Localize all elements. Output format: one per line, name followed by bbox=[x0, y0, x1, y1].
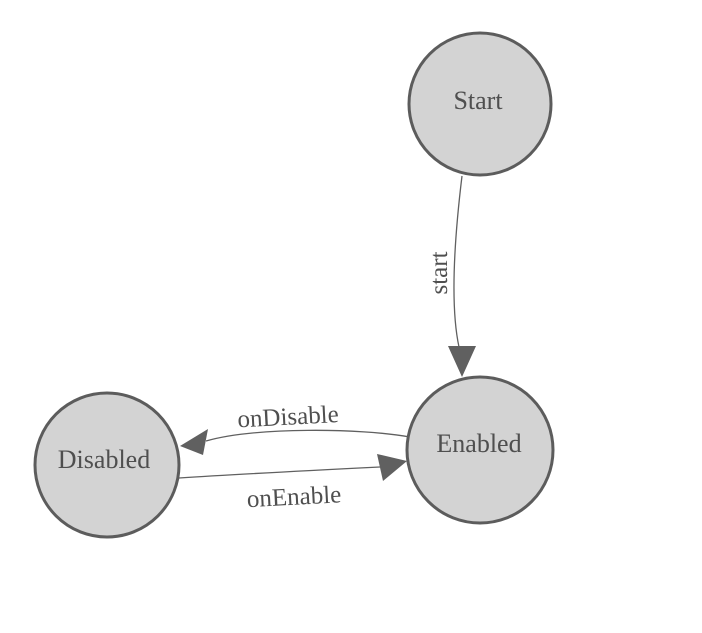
state-label-disabled: Disabled bbox=[58, 445, 150, 474]
state-circle-enabled bbox=[405, 375, 555, 525]
state-node-disabled: Disabled bbox=[33, 391, 181, 539]
edge-line-ondisable bbox=[205, 429, 411, 442]
state-circle-disabled bbox=[33, 391, 181, 539]
transition-disabled-to-enabled: onEnable bbox=[178, 454, 407, 513]
state-label-start: Start bbox=[453, 86, 503, 115]
transition-label-ondisable: onDisable bbox=[237, 401, 340, 433]
state-label-enabled: Enabled bbox=[436, 429, 521, 458]
state-circle-start bbox=[407, 31, 553, 177]
edge-line-onenable bbox=[178, 466, 381, 479]
transition-label-start: start bbox=[426, 251, 453, 294]
arrowhead-down-icon bbox=[448, 346, 476, 377]
arrowhead-right-icon bbox=[377, 454, 407, 481]
arrowhead-left-icon bbox=[180, 429, 208, 455]
state-node-enabled: Enabled bbox=[405, 375, 555, 525]
transition-start-to-enabled: start bbox=[426, 175, 476, 377]
state-node-start: Start bbox=[407, 31, 553, 177]
edge-line-start bbox=[453, 175, 463, 348]
transition-enabled-to-disabled: onDisable bbox=[180, 401, 411, 455]
transition-label-onenable: onEnable bbox=[246, 481, 342, 513]
